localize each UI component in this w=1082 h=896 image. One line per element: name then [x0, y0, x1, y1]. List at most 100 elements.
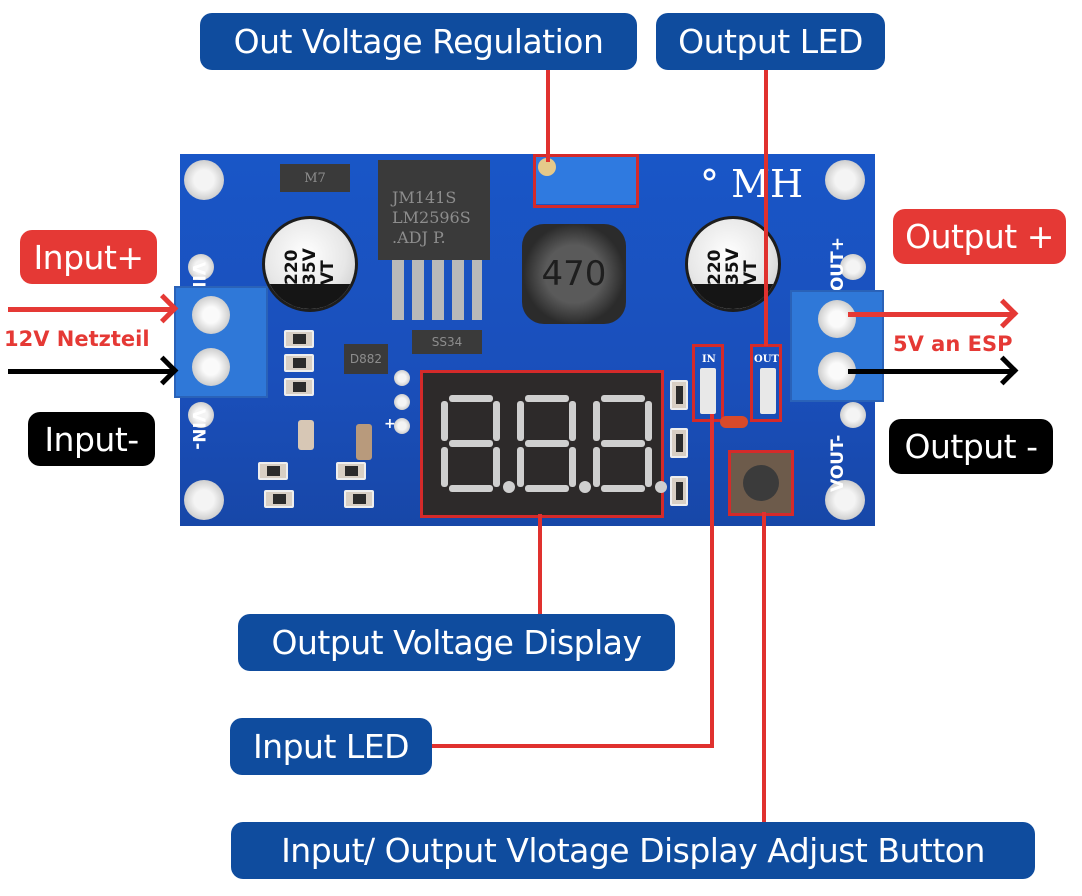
display-segment: [493, 401, 500, 441]
silk-vin-minus: VIN-: [188, 409, 208, 450]
input-led: [700, 368, 716, 414]
transistor-d882: D882: [344, 344, 388, 374]
display-segment: [645, 447, 652, 487]
pad: [188, 254, 214, 280]
label-input-led: Input LED: [230, 718, 432, 775]
smd-resistor: [284, 354, 314, 372]
display-segment: [441, 447, 448, 487]
output-led: [760, 368, 776, 414]
label-output-minus: Output -: [889, 419, 1053, 474]
display-segment: [645, 401, 652, 441]
smd-resistor: [670, 428, 688, 458]
regulator-lm2596: JM141S LM2596S .ADJ P.: [378, 160, 490, 260]
smd-resistor: [258, 462, 288, 480]
output-minus-arrow-icon: [848, 369, 1012, 374]
silk-brand: ° MH: [700, 162, 804, 206]
display-segment: [449, 485, 493, 492]
display-segment: [593, 401, 600, 441]
output-plus-screw: [818, 300, 856, 338]
mounting-hole: [825, 160, 865, 200]
regulator-pins: [392, 260, 482, 320]
output-voltage-display: [420, 370, 667, 518]
output-target-label: 5V an ESP: [893, 332, 1013, 356]
display-adjust-button[interactable]: [728, 450, 794, 516]
smd-resistor: [344, 490, 374, 508]
pad: [840, 402, 866, 428]
display-segment: [601, 440, 645, 447]
label-adjust-button: Input/ Output Vlotage Display Adjust But…: [231, 822, 1035, 879]
display-segment: [601, 485, 645, 492]
display-segment: [449, 440, 493, 447]
display-segment: [525, 395, 569, 402]
potentiometer[interactable]: [536, 156, 636, 204]
header-pin: [394, 394, 410, 410]
display-segment: [525, 440, 569, 447]
schottky-diode-ss34: SS34: [412, 330, 482, 354]
display-segment: [525, 485, 569, 492]
leader-output-led: [764, 70, 768, 346]
silk-led-in: IN: [702, 354, 716, 365]
display-digit: [593, 395, 667, 493]
mounting-hole: [184, 160, 224, 200]
input-plus-arrow-icon: [8, 307, 172, 312]
label-out-voltage-regulation: Out Voltage Regulation: [200, 13, 637, 70]
smd-resistor: [284, 330, 314, 348]
input-source-label: 12V Netzteil: [4, 327, 150, 351]
diode-m7: M7: [280, 164, 350, 192]
label-output-voltage-display: Output Voltage Display: [238, 614, 675, 671]
smd-resistor: [670, 380, 688, 410]
smd-resistor: [264, 490, 294, 508]
button-cap-icon: [743, 465, 779, 501]
regulator-marking: JM141S: [392, 188, 457, 207]
input-minus-screw: [192, 348, 230, 386]
input-plus-screw: [192, 296, 230, 334]
input-led-highlight: [692, 344, 724, 422]
display-digit: [441, 395, 515, 493]
display-decimal-point: [503, 481, 515, 493]
smd-capacitor: [298, 420, 314, 450]
output-led-highlight: [750, 344, 782, 422]
display-segment: [493, 447, 500, 487]
display-digit: [517, 395, 591, 493]
smd-resistor: [670, 476, 688, 506]
mounting-hole: [184, 480, 224, 520]
regulator-marking: .ADJ P.: [392, 228, 446, 247]
leader-input-led-vertical: [710, 414, 714, 748]
label-input-minus: Input-: [28, 412, 155, 466]
inductor: 470: [522, 224, 626, 324]
leader-input-led-horizontal: [432, 744, 714, 748]
input-minus-arrow-icon: [8, 369, 172, 374]
label-input-plus: Input+: [20, 230, 157, 284]
display-decimal-point: [655, 481, 667, 493]
potentiometer-highlight: [533, 154, 639, 208]
display-segment: [517, 401, 524, 441]
label-output-plus: Output +: [893, 209, 1066, 264]
display-segment: [569, 401, 576, 441]
silk-plus: +: [384, 416, 396, 432]
output-plus-arrow-icon: [848, 312, 1012, 317]
mounting-hole: [825, 480, 865, 520]
display-segment: [569, 447, 576, 487]
display-segment: [517, 447, 524, 487]
display-segment: [441, 401, 448, 441]
potentiometer-screw-icon: [538, 158, 556, 176]
display-segment: [593, 447, 600, 487]
pad: [188, 402, 214, 428]
display-segment: [601, 395, 645, 402]
smd-resistor: [284, 378, 314, 396]
label-output-led: Output LED: [656, 13, 885, 70]
pad: [840, 254, 866, 280]
display-decimal-point: [579, 481, 591, 493]
silk-led-out: OUT: [754, 354, 779, 365]
silk-vout-minus: VOUT-: [828, 434, 848, 492]
header-pin: [394, 418, 410, 434]
smd-capacitor: [356, 424, 372, 460]
smd-resistor: [336, 462, 366, 480]
zener-diode: [720, 416, 748, 428]
display-segment: [449, 395, 493, 402]
header-pin: [394, 370, 410, 386]
